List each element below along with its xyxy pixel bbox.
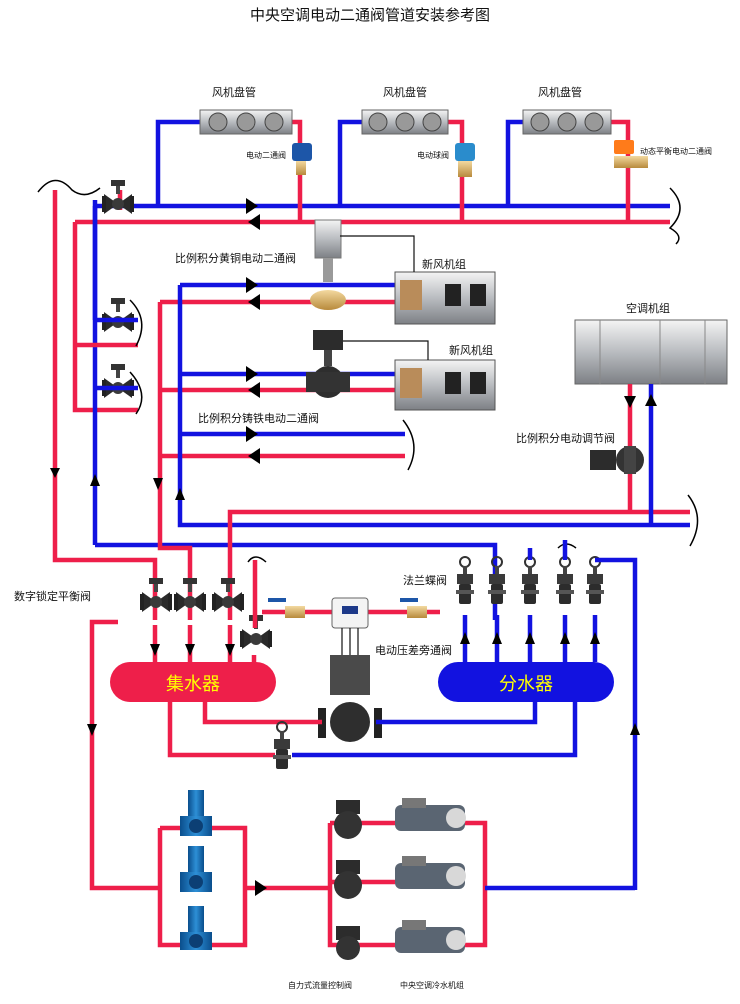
fresh-air-unit-2 — [394, 359, 496, 411]
cast-iron-proportional-valve-icon — [306, 330, 350, 398]
butterfly-valve-5 — [585, 556, 605, 605]
flow-control-valve-2 — [334, 860, 362, 899]
bottom-butterfly-valve-icon — [272, 721, 292, 770]
butterfly-valve-3 — [520, 556, 540, 605]
fan-coil-label-2: 风机盘管 — [383, 85, 427, 99]
butterfly-valve-4 — [555, 556, 575, 605]
diagram-title: 中央空调电动二通阀管道安装参考图 — [250, 6, 490, 24]
left-low-balance-valve-icon — [102, 364, 134, 398]
fresh-air-unit-1 — [394, 271, 496, 325]
ahu-unit — [574, 319, 728, 385]
flange-butterfly-valve-label: 法兰蝶阀 — [403, 573, 447, 587]
fan-coil-unit-2 — [361, 109, 449, 135]
fresh-air-unit-label-2: 新风机组 — [449, 343, 493, 357]
electric-two-way-valve-label: 电动二通阀 — [246, 150, 286, 160]
cast-iron-proportional-valve-label: 比例积分铸铁电动二通阀 — [198, 411, 319, 425]
fresh-air-unit-label-1: 新风机组 — [422, 257, 466, 271]
ball-valve-left-icon — [268, 598, 305, 618]
proportional-regulating-valve-icon — [590, 446, 644, 474]
digital-balance-valve-label: 数字锁定平衡阀 — [14, 589, 91, 603]
brass-proportional-valve-label: 比例积分黄铜电动二通阀 — [175, 251, 296, 265]
proportional-regulating-valve-label: 比例积分电动调节阀 — [516, 431, 615, 445]
electric-ball-valve-icon — [455, 143, 475, 177]
pump-1 — [180, 790, 212, 836]
fan-coil-unit-1 — [199, 109, 293, 135]
flow-control-valve-1 — [334, 800, 362, 839]
electric-two-way-valve-icon — [292, 143, 312, 175]
flow-control-valve-label: 自力式流量控制阀 — [288, 980, 352, 990]
pump-2 — [180, 846, 212, 892]
chiller-1 — [395, 798, 466, 831]
pump-3 — [180, 906, 212, 950]
distributor-header: 分水器 — [438, 662, 614, 702]
flow-arrows — [50, 198, 657, 896]
ahu-label: 空调机组 — [626, 301, 670, 315]
chiller-label: 中央空调冷水机组 — [400, 980, 464, 990]
collector-label: 集水器 — [166, 674, 220, 695]
fan-coil-label-1: 风机盘管 — [212, 85, 256, 99]
chiller-3 — [395, 920, 466, 953]
dynamic-balance-valve-label: 动态平衡电动二通阀 — [640, 146, 712, 156]
bypass-valve-label: 电动压差旁通阀 — [375, 643, 452, 657]
butterfly-valve-1 — [455, 556, 475, 605]
fan-coil-label-3: 风机盘管 — [538, 85, 582, 99]
ball-valve-right-icon — [400, 598, 427, 618]
chiller-2 — [395, 856, 466, 889]
bypass-controller-icon — [331, 597, 369, 629]
dynamic-balance-valve-icon — [614, 140, 648, 168]
bypass-valve-icon — [318, 655, 382, 742]
electric-ball-valve-label: 电动球阀 — [417, 150, 449, 160]
left-mid-balance-valve-icon — [102, 298, 134, 332]
distributor-label: 分水器 — [499, 674, 553, 695]
collector-header: 集水器 — [110, 662, 276, 702]
flow-control-valve-3 — [336, 926, 360, 960]
fan-coil-unit-3 — [522, 109, 612, 135]
brass-proportional-valve-icon — [310, 219, 346, 310]
